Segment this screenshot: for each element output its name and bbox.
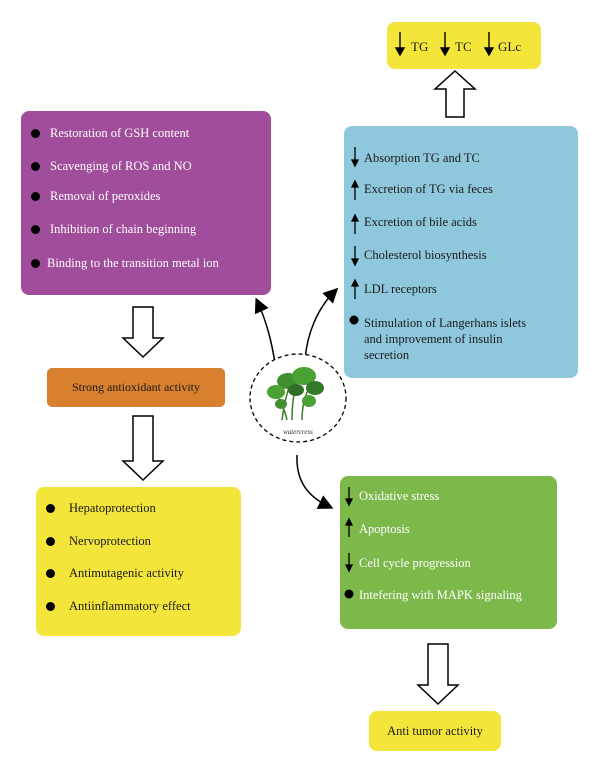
- glc-label: GLc: [498, 39, 522, 54]
- list-item: LDL receptors: [364, 282, 437, 296]
- down-arrow-icons: [394, 32, 495, 57]
- protective-effects-box: Hepatoprotection Nervoprotection Antimut…: [36, 487, 241, 636]
- lipid-outcome-box: TG TC GLc: [387, 22, 541, 69]
- list-item: Oxidative stress: [359, 489, 440, 503]
- anti-tumor-activity-box: Anti tumor activity: [369, 711, 501, 751]
- bullet-icon: [46, 569, 55, 578]
- bullet-icon: [31, 192, 40, 201]
- watercress-icon: [267, 367, 324, 421]
- bullet-icon: [46, 504, 55, 513]
- tg-label: TG: [411, 39, 429, 54]
- hollow-down-arrow: [416, 643, 460, 706]
- list-item: Apoptosis: [359, 522, 410, 536]
- curved-arrow-to-tumor: [296, 454, 334, 509]
- curved-arrow-to-antioxidant: [254, 297, 276, 364]
- antioxidant-mechanisms-box: Restoration of GSH content Scavenging of…: [21, 111, 271, 295]
- watercress-label: watercress: [283, 428, 313, 436]
- updown-arrow-icons: [349, 147, 360, 325]
- hollow-up-arrow: [433, 69, 477, 118]
- list-item: Cholesterol biosynthesis: [364, 248, 487, 262]
- lipid-metabolism-box: Absorption TG and TC Excretion of TG via…: [344, 126, 578, 378]
- list-item: Absorption TG and TC: [364, 151, 480, 165]
- anticancer-mechanisms-box: Oxidative stress Apoptosis Cell cycle pr…: [340, 476, 557, 629]
- strong-antioxidant-activity-box: Strong antioxidant activity: [47, 368, 225, 407]
- bullet-icon: [31, 162, 40, 171]
- list-item: Intefering with MAPK signaling: [359, 588, 522, 602]
- bullet-icon: [46, 602, 55, 611]
- list-item: Stimulation of Langerhans islets and imp…: [364, 316, 527, 362]
- hollow-down-arrow: [121, 306, 165, 359]
- hollow-down-arrow: [121, 415, 165, 482]
- curved-arrow-to-lipid: [304, 287, 339, 361]
- box-label: Anti tumor activity: [387, 724, 483, 738]
- tc-label: TC: [455, 39, 472, 54]
- bullet-icon: [31, 129, 40, 138]
- bullet-icon: [31, 259, 40, 268]
- bullet-icon: [46, 537, 55, 546]
- bullet-icon: [31, 225, 40, 234]
- box-label: Strong antioxidant activity: [72, 380, 200, 394]
- updown-arrow-icons: [344, 487, 354, 599]
- list-item: Excretion of bile acids: [364, 215, 477, 229]
- watercress-ellipse: [249, 353, 347, 443]
- list-item: Cell cycle progression: [359, 556, 471, 570]
- list-item: Excretion of TG via feces: [364, 182, 493, 196]
